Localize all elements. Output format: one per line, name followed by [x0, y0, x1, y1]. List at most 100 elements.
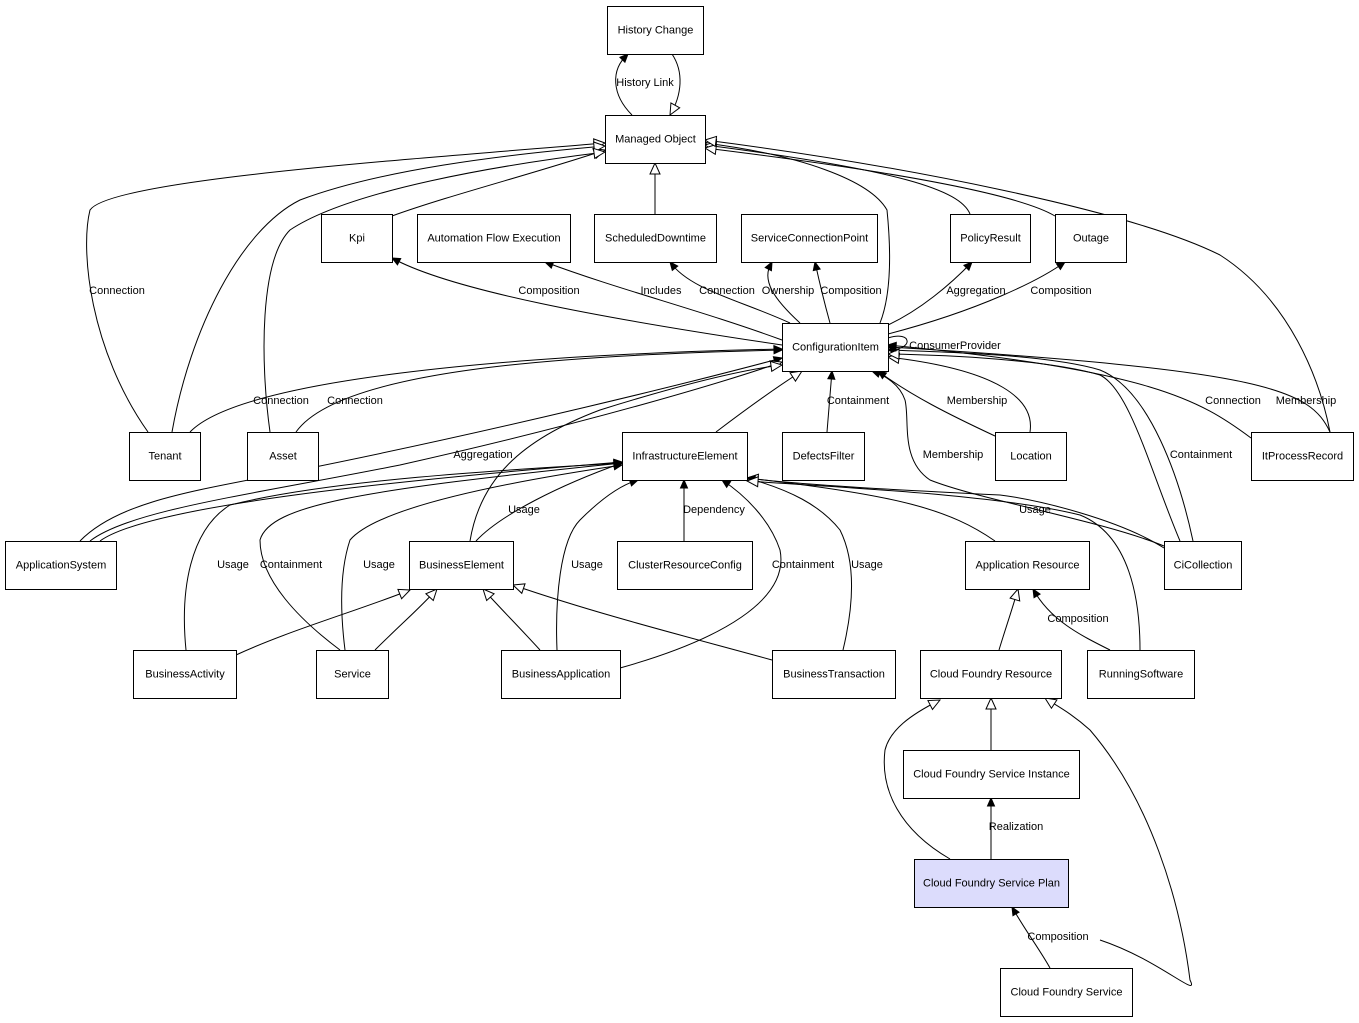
node-box: [5, 541, 117, 590]
edge-label: Realization: [989, 821, 1043, 833]
node-box: [594, 214, 717, 263]
edge-line: [887, 346, 1331, 433]
class-node-automation-flow-execution[interactable]: Automation Flow Execution: [417, 214, 571, 263]
node-box: [950, 214, 1031, 263]
node-box: [741, 214, 878, 263]
node-box: [1000, 968, 1133, 1017]
class-node-cloud-foundry-service-plan[interactable]: Cloud Foundry Service Plan: [914, 859, 1069, 908]
edge-line: [544, 261, 783, 341]
class-node-defects-filter[interactable]: DefectsFilter: [782, 432, 865, 481]
association-arrowhead-icon: [720, 479, 732, 489]
node-label: Location: [1010, 451, 1052, 463]
association-arrowhead-icon: [1032, 587, 1041, 599]
node-label: ApplicationSystem: [16, 560, 107, 572]
class-node-running-software[interactable]: RunningSoftware: [1087, 650, 1195, 699]
edge-line: [746, 477, 1165, 549]
class-node-business-transaction[interactable]: BusinessTransaction: [772, 650, 896, 699]
node-label: DefectsFilter: [793, 451, 855, 463]
class-node-application-resource[interactable]: Application Resource: [965, 541, 1090, 590]
node-label: Asset: [269, 451, 297, 463]
class-node-kpi[interactable]: Kpi: [321, 214, 393, 263]
node-box: [321, 214, 393, 263]
edge-label: Includes: [641, 285, 682, 297]
edge-ConfigurationItem-to-AutomationFlowExecution: Includes: [543, 260, 783, 341]
node-label: Cloud Foundry Service Instance: [913, 769, 1070, 781]
edge-RunningSoftware-to-InfrastructureElement: [745, 476, 1141, 651]
edge-Asset-to-ConfigurationItem: Connection: [295, 345, 784, 433]
class-node-it-process-record[interactable]: ItProcessRecord: [1251, 432, 1354, 481]
edge-CloudFoundryServicePlan-to-CloudFoundryServiceInstance: Realization: [986, 796, 1043, 859]
edge-line: [704, 147, 1056, 217]
edge-label: Connection: [699, 285, 755, 297]
class-node-scheduled-downtime[interactable]: ScheduledDowntime: [594, 214, 717, 263]
class-node-business-activity[interactable]: BusinessActivity: [133, 650, 237, 699]
class-node-cloud-foundry-service-instance[interactable]: Cloud Foundry Service Instance: [903, 750, 1080, 799]
edge-line: [871, 370, 1165, 547]
edge-label: Ownership: [762, 285, 815, 297]
class-node-tenant[interactable]: Tenant: [129, 432, 201, 481]
edge-label: Membership: [947, 395, 1008, 407]
edge-DefectsFilter-to-ConfigurationItem: Containment: [826, 369, 889, 433]
class-node-location[interactable]: Location: [995, 432, 1067, 481]
association-arrowhead-icon: [679, 478, 689, 489]
class-node-outage[interactable]: Outage: [1055, 214, 1127, 263]
edge-label: Membership: [1276, 395, 1337, 407]
class-node-service-connection-point[interactable]: ServiceConnectionPoint: [741, 214, 878, 263]
class-node-policy-result[interactable]: PolicyResult: [950, 214, 1031, 263]
edge-label: Membership: [923, 449, 984, 461]
association-arrowhead-icon: [764, 260, 773, 272]
node-label: ClusterResourceConfig: [628, 560, 742, 572]
node-label: ScheduledDowntime: [605, 233, 706, 245]
node-box: [501, 650, 621, 699]
node-box: [995, 432, 1067, 481]
class-node-configuration-item[interactable]: ConfigurationItem: [782, 323, 889, 372]
inheritance-arrowhead-icon: [592, 147, 607, 160]
class-node-cloud-foundry-resource[interactable]: Cloud Foundry Resource: [920, 650, 1062, 699]
edge-label: Usage: [508, 504, 540, 516]
edge-line: [263, 151, 606, 433]
edge-label: Aggregation: [453, 449, 512, 461]
node-label: Tenant: [148, 451, 181, 463]
class-node-application-system[interactable]: ApplicationSystem: [5, 541, 117, 590]
class-node-asset[interactable]: Asset: [247, 432, 319, 481]
node-box: [782, 323, 889, 372]
association-arrowhead-icon: [773, 345, 784, 355]
edge-BusinessActivity-to-BusinessElement: [235, 588, 412, 656]
class-node-ci-collection[interactable]: CiCollection: [1164, 541, 1242, 590]
class-node-cluster-resource-config[interactable]: ClusterResourceConfig: [617, 541, 753, 590]
class-node-infrastructure-element[interactable]: InfrastructureElement: [622, 432, 748, 481]
node-label: Cloud Foundry Service Plan: [923, 878, 1060, 890]
edge-Location-to-ConfigurationItem: [886, 352, 1031, 433]
edge-line: [1032, 588, 1111, 651]
edge-line: [669, 261, 791, 324]
node-label: CiCollection: [1174, 560, 1233, 572]
node-label: BusinessActivity: [145, 669, 225, 681]
node-box: [782, 432, 865, 481]
edge-line: [391, 149, 606, 217]
edge-ConfigurationItem-to-Outage: Composition: [887, 261, 1092, 335]
edge-ScheduledDowntime-to-ManagedObject: [649, 161, 661, 214]
edge-ConfigurationItem-to-ServiceConnectionPoint: Composition: [812, 260, 882, 324]
class-node-cloud-foundry-service[interactable]: Cloud Foundry Service: [1000, 968, 1133, 1017]
edge-ItProcessRecord-to-ConfigurationItem: Membership: [886, 343, 1337, 433]
node-label: Cloud Foundry Service: [1011, 987, 1123, 999]
edge-line: [826, 370, 833, 433]
edge-BusinessElement-to-ConfigurationItem: [469, 360, 784, 542]
class-node-managed-object[interactable]: Managed Object: [605, 115, 706, 164]
association-arrowhead-icon: [390, 257, 402, 266]
inheritance-arrowhead-icon: [397, 588, 412, 600]
class-node-business-application[interactable]: BusinessApplication: [501, 650, 621, 699]
edge-label: Composition: [518, 285, 579, 297]
class-node-business-element[interactable]: BusinessElement: [409, 541, 514, 590]
edge-ItProcessRecord-to-ConfigurationItem: Connection: [886, 341, 1261, 439]
edge-Location-to-ConfigurationItem: Membership: [876, 370, 1008, 437]
edge-line: [715, 370, 803, 433]
node-box: [617, 541, 753, 590]
node-label: ItProcessRecord: [1262, 451, 1343, 463]
class-node-history-change[interactable]: History Change: [607, 6, 704, 55]
inheritance-arrowhead-icon: [886, 348, 900, 360]
class-node-service[interactable]: Service: [316, 650, 389, 699]
edge-Service-to-InfrastructureElement: Usage: [341, 462, 624, 651]
edge-line: [887, 261, 973, 326]
edge-Outage-to-ManagedObject: [703, 143, 1056, 217]
